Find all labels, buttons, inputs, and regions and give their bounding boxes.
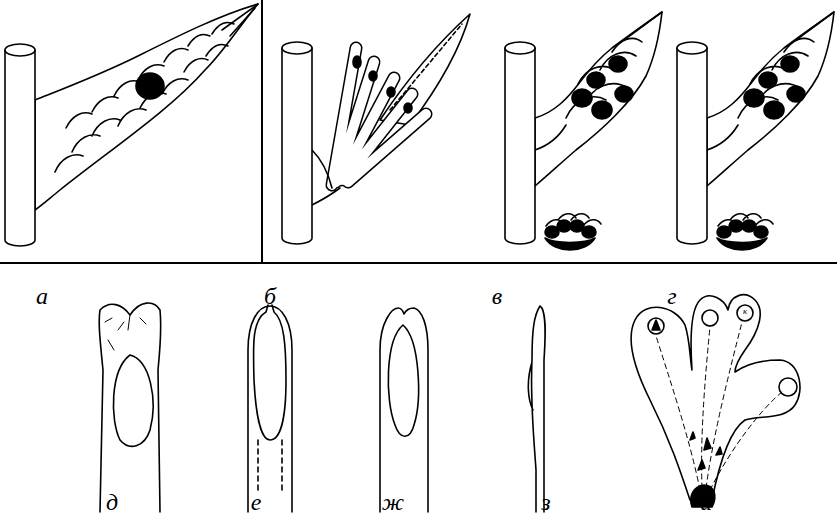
peduncle [312,150,340,205]
dark-ovule [615,86,633,102]
apex-midline [390,24,462,110]
stalk-outline [332,48,426,185]
dark-ovule [587,72,605,88]
dark-ovule [572,89,592,107]
ovule-ring [702,310,718,326]
carpel-column [248,306,292,512]
cone-shoot [505,12,662,250]
vascular-trace [656,322,782,490]
panel-letter: е [251,490,262,514]
ovule-ring [737,305,753,321]
stem-top [5,44,35,56]
stem-top [505,42,535,54]
carpel-section [528,306,545,512]
dark-ovule [353,56,361,68]
dark-ovule [369,71,377,81]
stalk-fill [332,48,426,185]
surface-mark [105,315,146,350]
panel-letter: б [264,284,276,308]
stem-top [282,42,312,54]
stem-cylinder [282,48,312,244]
ovule-ring [648,318,664,334]
cross-section [545,238,595,250]
panel-letter: г [667,284,676,308]
cone-shoot [677,12,834,250]
shoot-outline [35,4,258,210]
dark-ovule [136,73,164,99]
panel-letter: д [106,490,118,514]
section-ovule [582,226,596,238]
carpel-column [99,303,161,512]
divider-line [0,262,837,264]
panel-letter: а [36,284,48,308]
stalk-group [332,48,426,185]
divider-line [261,0,263,263]
stem-cylinder [5,50,35,246]
section-scales [546,214,601,226]
ovule-letter: к [743,307,747,316]
panel-letter: ж [382,490,404,514]
ovule-cavity [388,325,418,436]
ovule-cavity [253,305,286,440]
carpel-column [380,308,428,512]
panel-letter: и [700,490,712,514]
ovule-cavity [113,355,153,446]
section-ovule [557,220,571,232]
dark-ovule [404,103,412,113]
stem-cylinder [505,48,535,244]
dark-ovule [592,101,612,119]
shoot-outline [535,12,662,186]
dark-ovule [387,87,395,97]
vascular-trace [258,440,282,490]
fan-structure [631,295,800,500]
ovule-ring [779,378,797,396]
panel-letter: з [541,490,550,514]
dark-tissue [690,432,722,470]
dark-ovule [609,56,627,72]
bract-scales [535,12,662,150]
bract-scales [55,4,258,172]
ovule-mark [652,320,660,330]
panel-letter: в [492,284,502,308]
